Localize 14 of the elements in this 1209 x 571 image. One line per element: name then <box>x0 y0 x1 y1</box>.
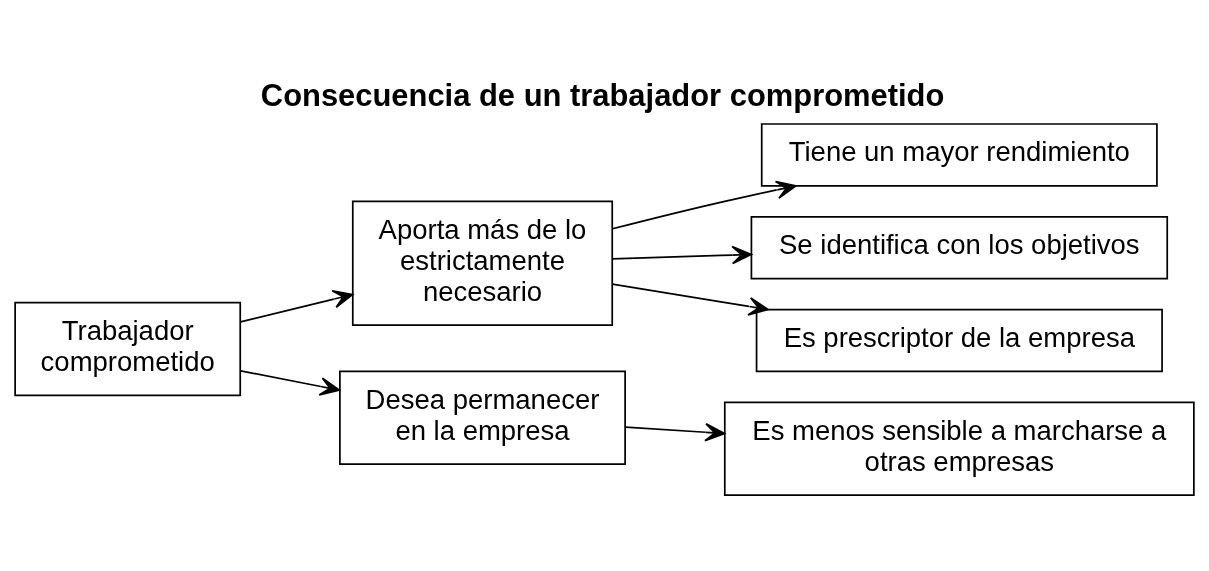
arrow <box>611 245 753 265</box>
node-box: Trabajador comprometido <box>14 301 242 397</box>
arrow <box>239 289 354 323</box>
diagram-title: Consecuencia de un trabajador comprometido <box>260 77 945 113</box>
node-box: Aporta más de lo estrictamente necesario <box>351 200 614 326</box>
node-box: Desea permanecer en la empresa <box>339 370 626 466</box>
arrow <box>611 180 797 230</box>
arrow <box>611 283 769 316</box>
node-box: Es menos sensible a marcharse a otras empresas <box>723 401 1195 496</box>
node-box: Tiene un mayor rendimiento <box>760 123 1158 187</box>
node-box: Es prescriptor de la empresa <box>755 308 1163 373</box>
arrow <box>624 422 726 442</box>
node-box: Se identifica con los objetivos <box>750 215 1169 280</box>
arrow <box>239 369 341 396</box>
